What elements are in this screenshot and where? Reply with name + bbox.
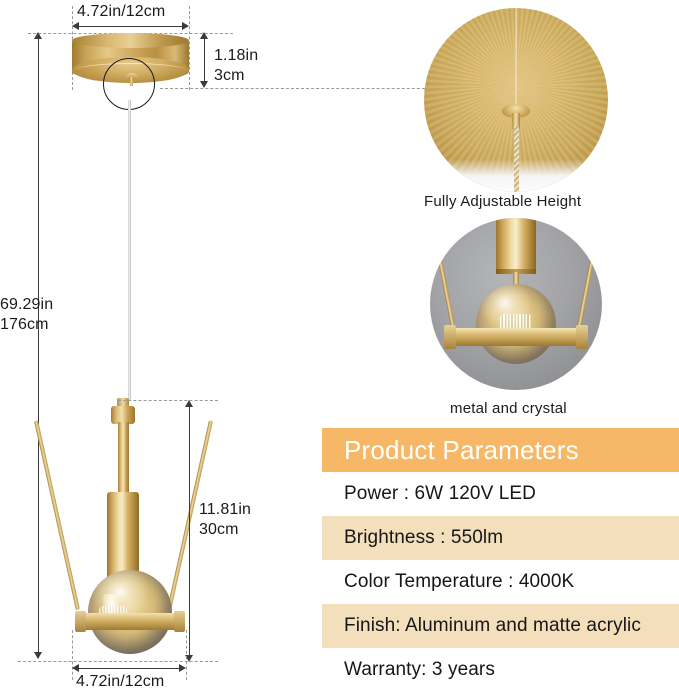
total-height-label: 69.29in 176cm	[0, 296, 54, 333]
parameter-row-color-temperature: Color Temperature : 4000K	[344, 571, 575, 592]
shade-height-arrow-top-head	[185, 400, 193, 407]
total-height-arrow-top-head	[34, 32, 42, 39]
shade-height-arrow-bottom-head	[185, 655, 193, 662]
closeup-ring-band	[444, 328, 588, 346]
canopy-width-label: 4.72in/12cm	[77, 3, 166, 20]
closeup-ring-end-right	[576, 325, 588, 349]
canopy-height-label: 1.18in 3cm	[214, 47, 259, 84]
parameter-row-finish: Finish: Aluminum and matte acrylic	[322, 604, 679, 648]
shade-bottom-guide	[18, 661, 218, 662]
canopy-height-arrow-line	[204, 38, 205, 82]
closeup-ring-end-left	[444, 325, 456, 349]
parameters-title: Product Parameters	[322, 428, 679, 472]
total-height-arrow-bottom-head	[34, 652, 42, 659]
shade-width-arrow-left-head	[72, 664, 79, 672]
lamp-cap	[117, 398, 129, 407]
canopy-closeup-seam	[515, 8, 517, 104]
canopy-width-arrow-right-head	[182, 22, 189, 30]
globe-ring-band	[75, 613, 185, 630]
detail-circle-canopy-closeup	[424, 8, 608, 192]
canopy-width-guide-right	[189, 6, 190, 90]
shade-width-arrow-line	[78, 668, 180, 669]
canopy-height-arrow-top-head	[200, 32, 208, 39]
closeup-frame-right	[576, 223, 601, 333]
closeup-frame-left	[431, 223, 456, 333]
canopy-width-arrow-line	[78, 26, 183, 27]
shade-width-guide-left	[72, 630, 73, 680]
pendant-lamp-illustration	[34, 398, 213, 664]
shade-top-guide	[118, 400, 218, 401]
lamp-frame-left	[34, 420, 80, 611]
canopy-height-arrow-bottom-head	[200, 81, 208, 88]
globe-ring-end-left	[75, 611, 86, 632]
canopy-closeup-stem	[512, 112, 520, 129]
canopy-closeup-braided-wire	[513, 125, 519, 192]
closeup-cylinder	[496, 218, 536, 274]
total-height-arrow-line	[38, 38, 39, 658]
suspension-cable	[128, 100, 131, 400]
shade-height-arrow-line	[189, 406, 190, 656]
canopy-closeup-nut	[502, 103, 530, 118]
product-parameters-table: Product Parameters Power : 6W 120V LED B…	[316, 428, 679, 692]
closeup-neck	[513, 272, 519, 294]
parameter-row-brightness: Brightness : 550lm	[322, 516, 679, 560]
lamp-collar	[111, 406, 135, 424]
lamp-rod	[118, 422, 129, 498]
shade-width-guide-right	[186, 630, 187, 680]
parameter-row-warranty: Warranty: 3 years	[344, 659, 495, 680]
shade-width-label: 4.72in/12cm	[76, 673, 165, 690]
shade-height-label: 11.81in 30cm	[199, 501, 252, 538]
canopy-bottom-guide	[160, 88, 440, 89]
detail-caption-metal-crystal: metal and crystal	[450, 400, 567, 417]
shade-width-arrow-right-head	[179, 664, 186, 672]
detail-circle-metal-crystal	[430, 218, 602, 390]
parameter-row-power: Power : 6W 120V LED	[344, 483, 536, 504]
canopy-top-face	[72, 33, 189, 48]
globe-ring-end-right	[174, 611, 185, 632]
detail-caption-adjustable-height: Fully Adjustable Height	[424, 193, 582, 210]
canopy-width-arrow-left-head	[72, 22, 79, 30]
